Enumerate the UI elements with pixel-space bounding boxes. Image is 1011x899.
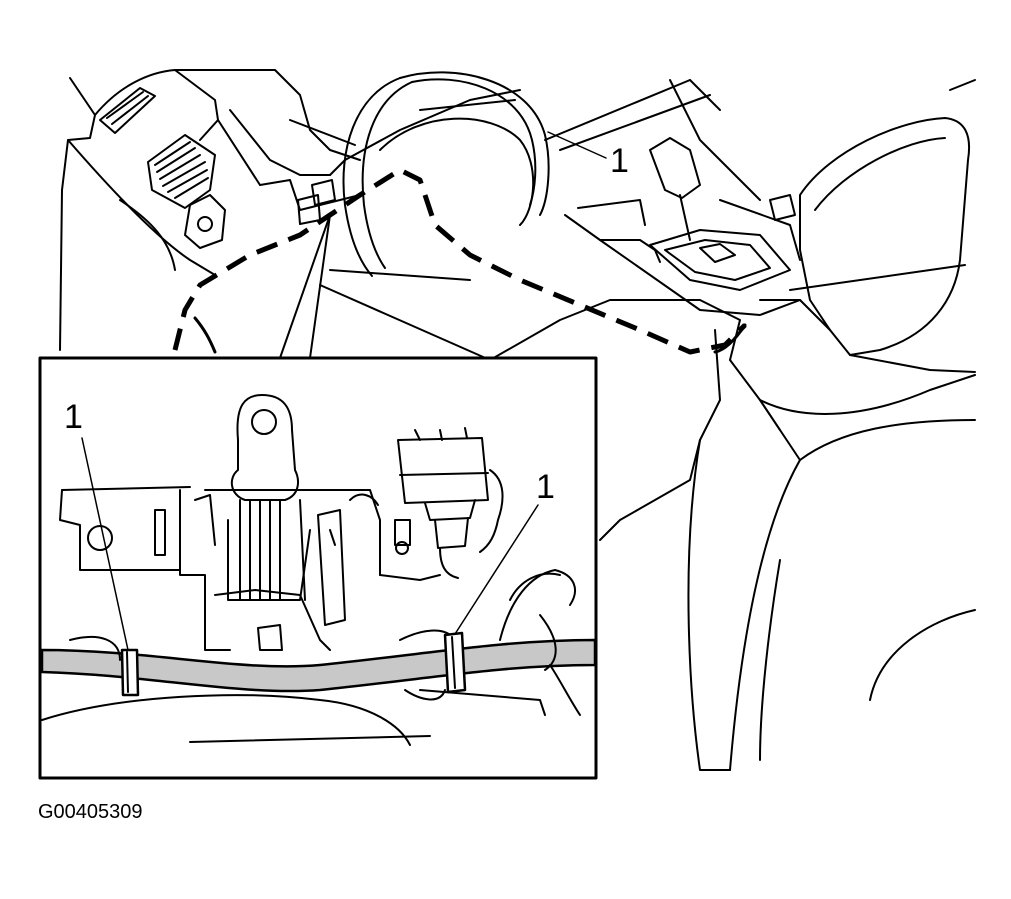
wiring-harness-route xyxy=(172,167,747,355)
overview-drawing: 1 xyxy=(59,69,976,771)
dashboard xyxy=(217,89,521,225)
cable-tie-left xyxy=(120,648,140,697)
steering-wheel xyxy=(342,71,550,277)
detail-leader-left xyxy=(81,437,129,651)
overview-leader xyxy=(547,131,607,159)
electrical-connector xyxy=(397,427,504,579)
door-panel xyxy=(59,69,361,351)
detail-callout-1-right: 1 xyxy=(536,468,555,506)
detail-callout-1-left: 1 xyxy=(64,398,83,436)
cable-tie-right xyxy=(443,631,467,694)
figure-id-label: G00405309 xyxy=(38,801,143,823)
floor-panel xyxy=(41,689,546,746)
detail-frame xyxy=(38,356,598,780)
zoom-leaders xyxy=(279,214,331,359)
center-console xyxy=(319,79,801,541)
detail-inset: 1 1 xyxy=(38,356,598,780)
steering-column xyxy=(59,394,441,651)
route-ends xyxy=(193,316,747,354)
detail-leader-right xyxy=(454,504,539,635)
seat xyxy=(687,79,976,771)
overview-callout-1: 1 xyxy=(610,142,629,180)
